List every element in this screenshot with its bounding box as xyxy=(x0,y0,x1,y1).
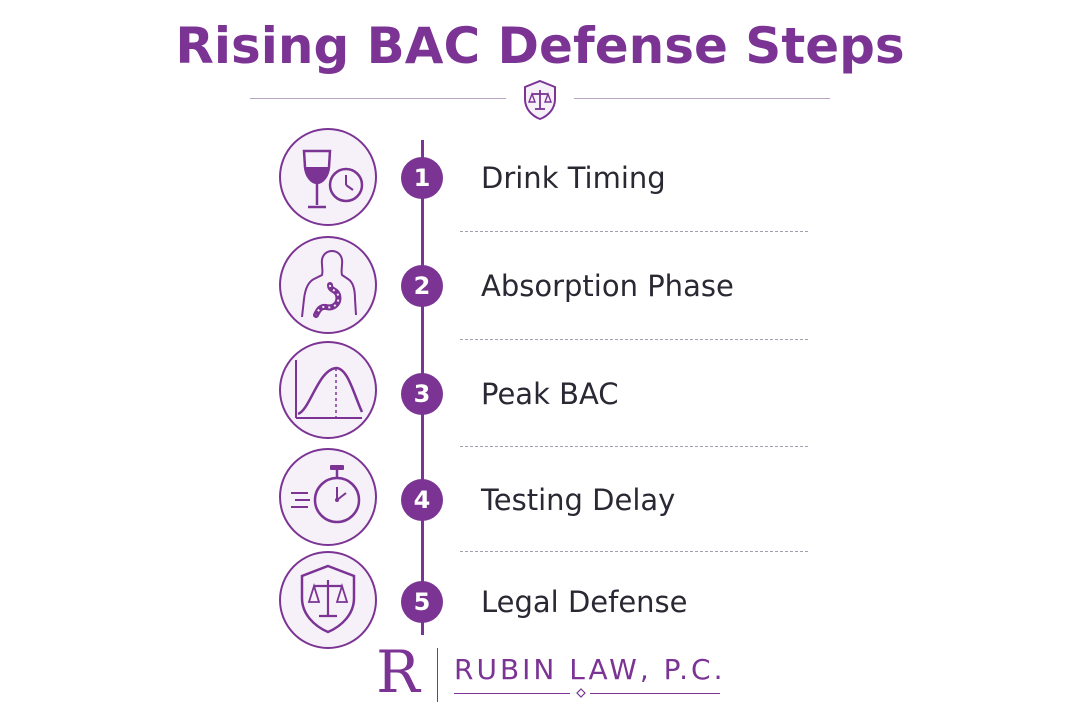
step-1-label: Drink Timing xyxy=(481,161,666,195)
header-rule-right xyxy=(574,98,830,99)
logo-divider xyxy=(437,648,438,702)
shield-scales-icon xyxy=(524,79,556,121)
step-3-label: Peak BAC xyxy=(481,377,619,411)
logo-letter: R xyxy=(376,638,420,706)
bac-curve-icon xyxy=(279,341,377,439)
diamond-icon xyxy=(576,688,586,698)
step-divider xyxy=(460,446,808,447)
wine-glass-clock-icon xyxy=(279,128,377,226)
stopwatch-icon xyxy=(279,448,377,546)
step-5-badge: 5 xyxy=(401,581,443,623)
page-title: Rising BAC Defense Steps xyxy=(175,17,905,75)
header-rule-left xyxy=(250,98,506,99)
logo-underline-right xyxy=(590,693,720,694)
step-divider xyxy=(460,231,808,232)
step-1-badge: 1 xyxy=(401,157,443,199)
shield-scales-icon xyxy=(279,551,377,649)
step-divider xyxy=(460,339,808,340)
logo-underline-left xyxy=(454,693,570,694)
step-4-icon xyxy=(278,447,378,547)
step-4-label: Testing Delay xyxy=(481,483,676,517)
step-1-icon xyxy=(278,127,378,227)
firm-name: RUBIN LAW, P.C. xyxy=(454,653,726,686)
step-3-badge: 3 xyxy=(401,373,443,415)
step-divider xyxy=(460,551,808,552)
step-5-label: Legal Defense xyxy=(481,585,688,619)
step-2-label: Absorption Phase xyxy=(481,269,734,303)
step-3-icon xyxy=(278,340,378,440)
step-2-badge: 2 xyxy=(401,265,443,307)
step-4-badge: 4 xyxy=(401,479,443,521)
body-stomach-icon xyxy=(279,236,377,334)
step-5-icon xyxy=(278,550,378,650)
step-2-icon xyxy=(278,235,378,335)
